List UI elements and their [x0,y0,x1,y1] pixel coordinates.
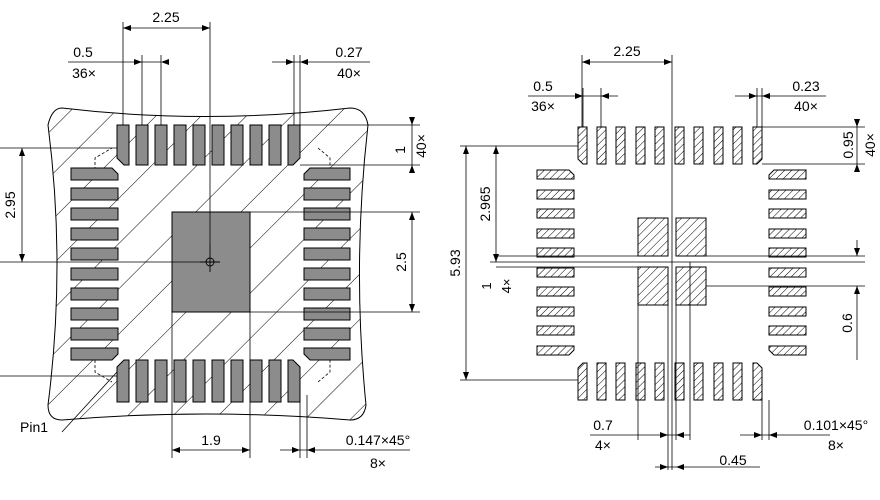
pads-top-right [577,126,763,165]
pin1-label: Pin1 [20,419,48,435]
left-view: 2.25 0.5 36× 0.27 40× 1 40× 2.95 2.5 1.9… [0,9,429,471]
dim-40x-top-left: 40× [337,65,361,81]
pads-right-right [768,169,807,356]
left-arrowheads [19,25,415,453]
dim-0-6: 0.6 [839,313,855,333]
dim-0-23: 0.23 [792,78,819,94]
dim-0-5-left: 0.5 [73,44,93,60]
dim-40x-side-right: 40× [862,133,878,157]
dim-chamfer-right: 0.101×45° [804,417,868,433]
dim-8x-left: 8× [370,455,386,471]
dim-2-25-left: 2.25 [152,9,179,25]
dim-0-95: 0.95 [840,131,856,158]
dim-36x-right: 36× [531,98,555,114]
right-arrowheads [463,59,860,470]
thermal-subpads [637,217,707,306]
dim-40x-top-right: 40× [794,98,818,114]
right-view: 2.25 0.5 36× 0.23 40× 0.95 40× 2.965 5.9… [447,43,878,470]
dim-2-25-right: 2.25 [613,43,640,59]
dim-2-95: 2.95 [2,191,18,218]
pads-left [70,167,119,361]
dim-8x-right: 8× [828,437,844,453]
pads-bottom [116,359,301,403]
dim-4x-bottom-right: 4× [595,437,611,453]
pads-left-right [536,169,575,356]
dim-40x-side-left: 40× [413,134,429,158]
dim-0-27: 0.27 [335,44,362,60]
dim-0-45: 0.45 [719,452,746,468]
dim-0-5-right: 0.5 [533,78,553,94]
dim-4x-side-right: 4× [499,279,514,294]
dim-0-7: 0.7 [593,417,613,433]
dim-1-right: 1 [479,282,494,289]
dim-5-93: 5.93 [447,249,463,276]
dim-36x-left: 36× [72,65,96,81]
pads-top [116,124,301,166]
dim-2-5: 2.5 [393,252,409,272]
center-marker [200,245,220,272]
pads-right [303,167,351,361]
pads-bottom-right [577,362,763,401]
dim-2-965: 2.965 [477,186,493,221]
dim-1-9: 1.9 [201,432,221,448]
dim-chamfer-left: 0.147×45° [346,432,410,448]
left-dimension-lines [0,22,420,458]
dim-1-left: 1 [392,146,408,154]
right-dimension-lines [460,55,865,470]
